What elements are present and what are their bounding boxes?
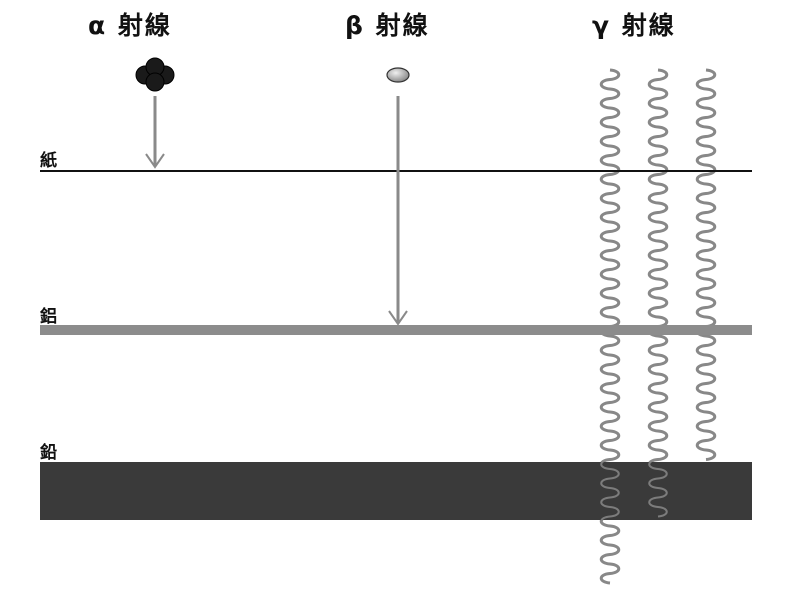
aluminum-sheet [40, 325, 752, 335]
gamma-ray-title: γ 射線 [592, 11, 676, 40]
beta-arrow [388, 96, 408, 326]
alpha-arrow [145, 96, 165, 169]
alpha-particle-icon [135, 57, 175, 92]
gamma-wave-3 [695, 68, 717, 461]
alpha-ray-title: α 射線 [88, 11, 172, 40]
gamma-wave-2 [647, 68, 669, 518]
beta-particle-icon [386, 67, 410, 83]
aluminum-label: 鋁 [40, 307, 57, 327]
beta-ray-title: β 射線 [345, 11, 430, 40]
lead-label: 鉛 [40, 443, 57, 463]
gamma-waves-over-lead [600, 462, 668, 520]
paper-label: 紙 [40, 151, 57, 171]
lead-block [40, 462, 752, 520]
gamma-wave-1-in-lead [600, 462, 620, 520]
